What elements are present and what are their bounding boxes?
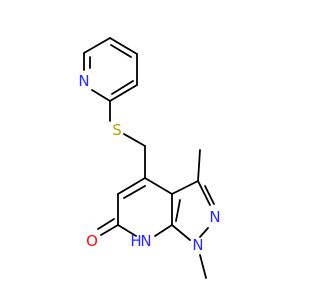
lactam-hydrogen-label: H xyxy=(130,232,141,250)
pyrazole-n2-label: N xyxy=(209,208,220,226)
structure-canvas: N S N N N H O xyxy=(78,37,221,279)
bond xyxy=(154,224,173,237)
atom-labels: N S N N N H O xyxy=(78,72,220,254)
bond xyxy=(117,224,137,237)
bond xyxy=(197,180,211,206)
bond xyxy=(117,177,146,195)
bond xyxy=(197,149,201,182)
bond xyxy=(171,180,199,195)
molecule-diagram: N S N N N H O xyxy=(78,37,221,279)
bonds xyxy=(83,37,215,279)
carbonyl-oxygen-label: O xyxy=(86,232,98,250)
sulfur-label: S xyxy=(112,121,122,139)
bond xyxy=(100,224,119,236)
bond xyxy=(97,218,115,230)
bond xyxy=(199,254,207,279)
bond xyxy=(171,224,191,241)
lactam-nitrogen-label: N xyxy=(140,232,151,250)
bond xyxy=(83,37,111,54)
bond xyxy=(111,80,134,95)
bond xyxy=(109,84,138,102)
bond xyxy=(123,185,146,199)
bond xyxy=(123,133,146,147)
bond xyxy=(204,185,215,205)
bond xyxy=(109,37,138,55)
pyridine-nitrogen-label: N xyxy=(78,72,89,90)
bond xyxy=(175,199,181,222)
bond xyxy=(91,89,111,102)
pyrazole-n1-label: N xyxy=(192,236,203,254)
bond xyxy=(199,227,209,238)
bond xyxy=(144,177,173,195)
bond xyxy=(110,44,132,58)
